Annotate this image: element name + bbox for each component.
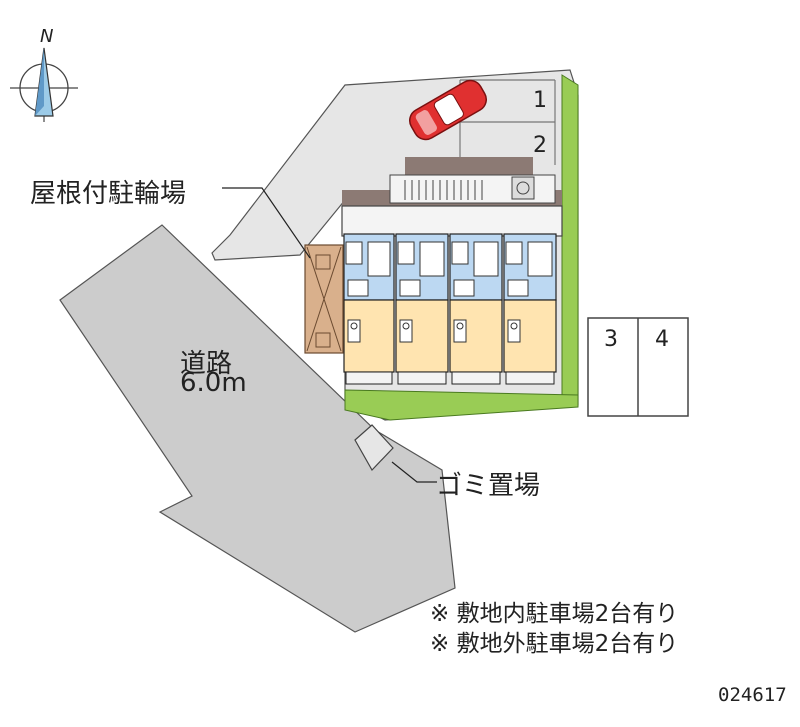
parking-spaces-offsite: [587, 317, 689, 417]
note-onsite-parking: ※ 敷地内駐車場2台有り: [430, 601, 679, 627]
unit-1: [343, 233, 395, 385]
parking-space-3-label: 3: [604, 327, 618, 352]
road-area: [59, 224, 456, 633]
grass-strip-bottom: [344, 389, 579, 421]
bike-shelter: [304, 244, 344, 354]
compass-north-label: N: [40, 26, 54, 47]
bike-shelter-label: 屋根付駐輪場: [30, 179, 187, 209]
parking-space-2-label: 2: [533, 133, 547, 158]
property-code: 024617: [718, 684, 787, 706]
bike-shelter-leader: [222, 187, 311, 259]
parking-space-1-label: 1: [533, 88, 547, 113]
compass-rose-icon: [10, 47, 78, 122]
road-name-label: 道路: [180, 349, 233, 379]
garbage-label: ゴミ置場: [436, 471, 541, 501]
note-offsite-parking: ※ 敷地外駐車場2台有り: [430, 631, 679, 657]
car-icon: [409, 79, 487, 141]
stair-steps: [404, 180, 483, 200]
garbage-enclosure: [354, 424, 394, 471]
garbage-leader: [391, 461, 437, 483]
roof-strip-top: [405, 157, 533, 175]
grass-strip-right: [561, 74, 579, 406]
meter-box: [511, 176, 535, 200]
unit-4: [503, 233, 557, 385]
unit-2: [395, 233, 449, 385]
building-corridor: [341, 205, 563, 237]
parking-space-4-label: 4: [655, 327, 669, 352]
unit-3: [449, 233, 503, 385]
road-width-label: 6.0m: [180, 368, 247, 398]
